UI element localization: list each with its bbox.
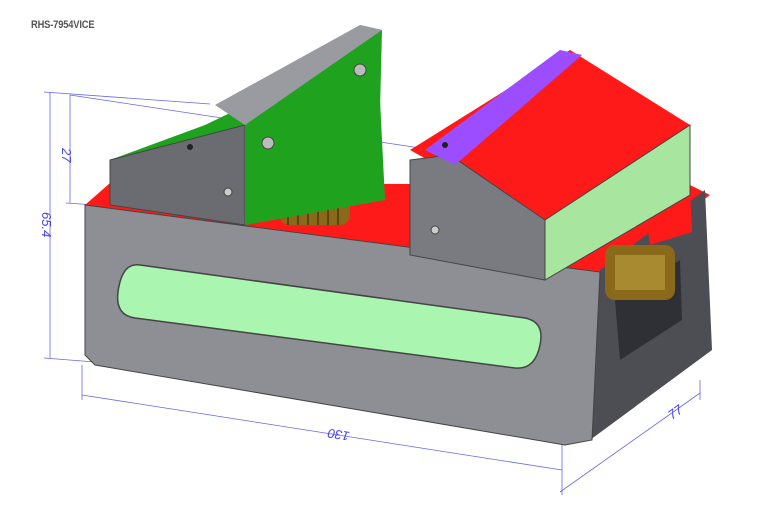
dimension-width: 77 — [665, 401, 686, 422]
dimension-overall-height: 65.4 — [39, 212, 54, 237]
moving-jaw — [409, 50, 691, 281]
fixed-jaw-insert — [215, 25, 382, 125]
dimension-jaw-height: 27 — [59, 147, 74, 163]
fixed-jaw-side — [245, 100, 385, 225]
dimension-length: 130 — [326, 426, 351, 444]
base-slot — [116, 264, 542, 369]
fixed-jaw — [109, 25, 385, 226]
part-title: RHS-7954VICE — [31, 19, 95, 31]
moving-jaw-insert — [425, 50, 582, 165]
